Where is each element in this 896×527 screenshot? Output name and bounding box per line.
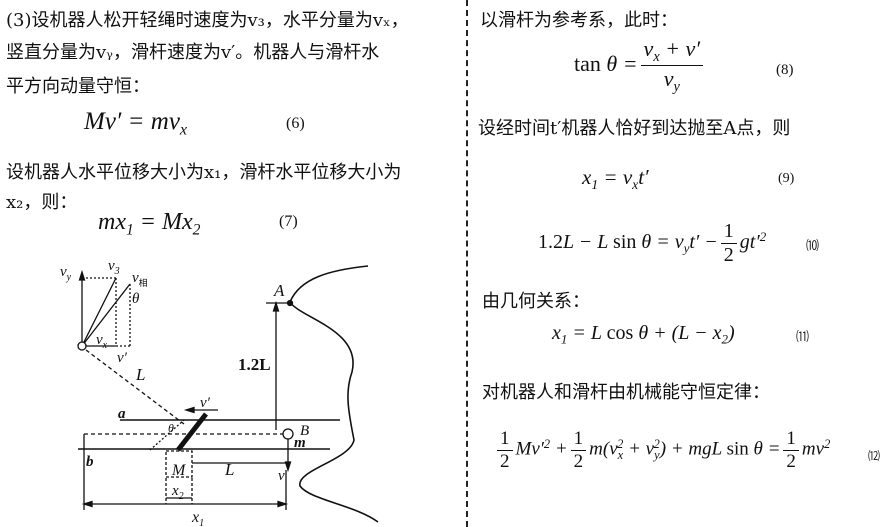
left-para1-line2: 竖直分量为vᵧ，滑杆速度为v′。机器人与滑杆水 (6, 42, 380, 63)
equation-9-number: (9) (778, 171, 795, 186)
label-x2: x2 (171, 483, 184, 502)
label-m: m (294, 435, 306, 451)
label-vprime-small: v′ (117, 350, 128, 366)
slider-rod (176, 412, 208, 452)
label-vx: vx (96, 332, 108, 351)
right-text3: 由几何关系： (482, 291, 590, 312)
label-L-seg: L (224, 460, 234, 479)
equation-6: Mv′ = mvx (84, 108, 188, 139)
slider-block (165, 450, 193, 478)
equation-6-number: (6) (286, 115, 305, 132)
label-rail-b: b (86, 454, 94, 470)
rope-line (85, 349, 185, 425)
equation-8: tan θ =vx + v′vy (574, 36, 706, 96)
equation-12-number: ⑿ (868, 449, 881, 463)
label-L-rope: L (135, 365, 145, 384)
left-para1-line3: 平方向动量守恒： (6, 76, 150, 97)
label-v-down: v (278, 468, 285, 484)
label-rail-a: a (118, 406, 126, 422)
right-text4: 对机器人和滑杆由机械能守恒定律： (482, 382, 770, 403)
left-para1-line1: (3)设机器人松开轻绳时速度为v₃，水平分量为vₓ， (6, 10, 409, 31)
label-height: 1.2L (238, 355, 271, 374)
equation-10-number: ⑽ (806, 238, 820, 253)
label-A: A (273, 281, 285, 300)
right-text2: 设经时间t′机器人恰好到达抛至A点，则 (478, 118, 791, 139)
equation-11-number: ⑾ (796, 329, 810, 344)
label-theta-rod: θ (168, 421, 174, 435)
robot-point (77, 341, 87, 351)
equation-7-number: (7) (279, 213, 298, 230)
equation-7: mx1 = Mx2 (98, 209, 201, 239)
right-text1: 以滑杆为参考系，此时： (480, 10, 678, 31)
label-v3: v3 (108, 258, 120, 277)
label-x1: x1 (191, 509, 204, 526)
equation-11: x1 = L cos θ + (L − x2) (552, 322, 735, 347)
label-M: M (171, 462, 187, 479)
vrel-vector (81, 283, 131, 347)
wall-curve (289, 265, 379, 523)
column-divider (466, 0, 468, 527)
point-B (282, 428, 294, 440)
equation-8-number: (8) (776, 62, 794, 78)
label-vrel: v相 (132, 270, 148, 288)
equation-9: x1 = vxt′ (582, 165, 649, 192)
label-vprime-rod: v′ (200, 395, 211, 411)
label-theta-top: θ (132, 291, 140, 307)
label-B: B (300, 423, 309, 439)
v3-vector (81, 277, 117, 347)
left-para2-line1: 设机器人水平位移大小为x₁，滑杆水平位移大小为 (6, 162, 402, 183)
left-para2-line2: x₂，则： (6, 192, 78, 213)
label-vy: vy (60, 264, 72, 283)
physics-diagram: vy v3 v相 θ vx v′ L A 1.2L v′ a b B m θ M… (60, 258, 379, 526)
